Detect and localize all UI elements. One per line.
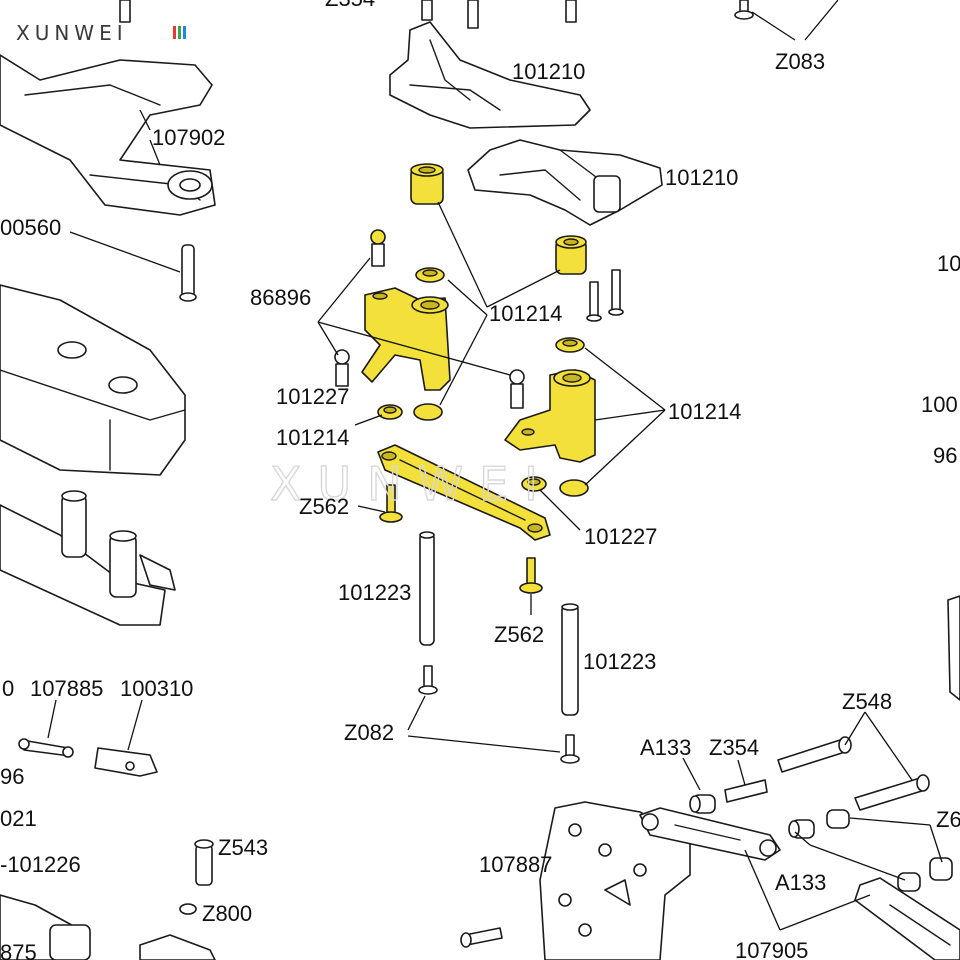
brand-logo-text: XUNWEI (16, 21, 128, 45)
label-z543: Z543 (218, 835, 268, 860)
part-right-edge-cap (947, 595, 960, 701)
watermark: XUNWEI (270, 457, 554, 511)
part-z562-screw-left (379, 484, 403, 523)
label-107887: 107887 (479, 852, 552, 877)
part-101214-bellcrank-right (504, 369, 596, 463)
chassis-plate (0, 284, 186, 476)
label-z354-top: Z354 (325, 0, 375, 11)
part-101227-bushing-left (377, 404, 403, 420)
part-small-screw-bottom (460, 927, 503, 948)
label-z562-right: Z562 (494, 622, 544, 647)
part-a133-bushing-a (689, 794, 716, 814)
part-101210-brace-lower (467, 139, 663, 226)
part-101214-washer-c (413, 403, 443, 421)
part-z548-screws (777, 736, 930, 811)
label-left-0: 0 (2, 676, 14, 701)
label-a133-top: A133 (640, 735, 691, 760)
part-screw-pair (586, 269, 624, 322)
part-101214-bushing-right (555, 235, 587, 275)
label-107902: 107902 (152, 125, 225, 150)
label-101210-lower: 101210 (665, 165, 738, 190)
part-z082-screw-left (418, 665, 438, 695)
label-right-10: 10 (937, 251, 960, 276)
part-101214-washer-d (559, 479, 589, 497)
part-z083-screw (734, 0, 754, 20)
lower-bulkhead (0, 490, 176, 626)
part-z543-screw (194, 839, 214, 886)
label-101227-left: 101227 (276, 384, 349, 409)
part-z800-nut (179, 903, 197, 915)
part-101227-ballstud-mid (509, 369, 525, 409)
label-z800: Z800 (202, 901, 252, 926)
part-101223-post-left (419, 531, 435, 646)
part-100560-pin (179, 244, 197, 302)
label-101214-top: 101214 (489, 301, 562, 326)
part-107887-shock-tower (539, 801, 691, 960)
label-z548: Z548 (842, 689, 892, 714)
part-101214-bellcrank-left (361, 287, 451, 391)
label-z082: Z082 (344, 720, 394, 745)
label-left-96: 96 (0, 764, 24, 789)
part-100310-link-end (94, 747, 158, 777)
label-z083: Z083 (775, 49, 825, 74)
label-101223-right: 101223 (583, 649, 656, 674)
part-a133-bushing-b (788, 809, 953, 892)
label-101227-right: 101227 (584, 524, 657, 549)
label-z562-left: Z562 (299, 494, 349, 519)
label-101210-upper: 101210 (512, 59, 585, 84)
brand-logo: XUNWEI (16, 21, 186, 45)
label-100560: 00560 (0, 215, 61, 240)
part-101227-ballstud-left-low (334, 349, 350, 387)
leader-lines (47, 0, 943, 931)
part-101210-brace-upper (389, 0, 591, 129)
part-z082-screw-right (560, 734, 580, 764)
part-101223-post-right (561, 603, 579, 716)
label-101214-left: 101214 (276, 425, 349, 450)
label-z354: Z354 (709, 735, 759, 760)
label-left-021: 021 (0, 806, 37, 831)
label-101223-left: 101223 (338, 580, 411, 605)
part-101214-bushing-top (410, 163, 444, 205)
part-101227-bushing-right (521, 476, 547, 492)
part-107902-a-arm (0, 0, 216, 216)
part-drive-shaft (0, 894, 91, 960)
part-z562-screw-right (519, 557, 543, 594)
part-101227-ballstud-left-top (370, 229, 386, 267)
part-101214-washer-a (415, 267, 445, 283)
label-101214-right: 101214 (668, 399, 741, 424)
logo-bar-blue (183, 26, 186, 39)
part-107905-link-upper (639, 807, 781, 861)
label-107885: 107885 (30, 676, 103, 701)
label-right-96: 96 (933, 443, 957, 468)
label-107905: 107905 (735, 938, 808, 960)
part-101214-washer-b (555, 337, 585, 353)
label-100310: 100310 (120, 676, 193, 701)
label-right-100: 100 (921, 392, 958, 417)
part-107885-turnbuckle (18, 738, 74, 758)
part-lower-mount (139, 934, 216, 960)
label-a133-bottom: A133 (775, 870, 826, 895)
part-z354-pin (724, 779, 768, 803)
label-86896: 86896 (250, 285, 311, 310)
logo-bar-red (173, 26, 176, 39)
logo-bar-green (178, 26, 181, 39)
label-z6: Z6 (936, 807, 960, 832)
label-101226: -101226 (0, 852, 81, 877)
part-drag-link (377, 444, 551, 541)
part-107905-link-lower (854, 877, 960, 960)
label-875: 875 (0, 940, 37, 960)
